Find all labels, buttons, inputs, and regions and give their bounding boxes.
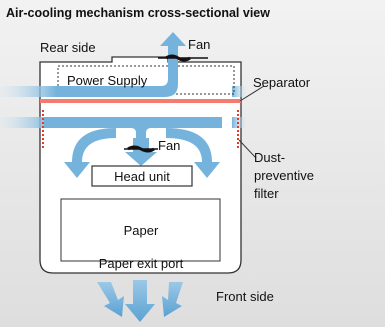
internal-airflow: [44, 117, 222, 178]
separator-label: Separator: [253, 75, 311, 90]
separator: [40, 99, 241, 103]
intake-airflow-left-upper: [0, 86, 56, 97]
dust-filter-label-2: preventive: [254, 168, 314, 183]
separator-leader: [239, 85, 265, 102]
paper-label: Paper: [124, 223, 159, 238]
front-side-label: Front side: [216, 289, 274, 304]
paper-box: [60, 198, 221, 262]
filter-leader: [238, 139, 257, 159]
paper-exit-port-label: Paper exit port: [99, 256, 184, 271]
rear-side-label: Rear side: [40, 40, 96, 55]
dust-filter-label-1: Dust-: [254, 150, 285, 165]
power-supply-label: Power Supply: [67, 73, 148, 88]
dust-filter-label-3: filter: [254, 186, 279, 201]
intake-airflow-right-upper: [232, 86, 246, 97]
exit-airflow: [97, 280, 183, 322]
fan-middle-icon: [124, 145, 158, 153]
fan-top-label: Fan: [188, 37, 210, 52]
fan-top-icon: [158, 54, 208, 62]
diagram-title: Air-cooling mechanism cross-sectional vi…: [6, 6, 270, 20]
intake-airflow-left-lower: [0, 117, 52, 128]
exhaust-airflow-top: [56, 32, 186, 97]
fan-middle-label: Fan: [158, 138, 180, 153]
head-unit-label: Head unit: [114, 169, 170, 184]
head-unit-box: [91, 165, 193, 187]
